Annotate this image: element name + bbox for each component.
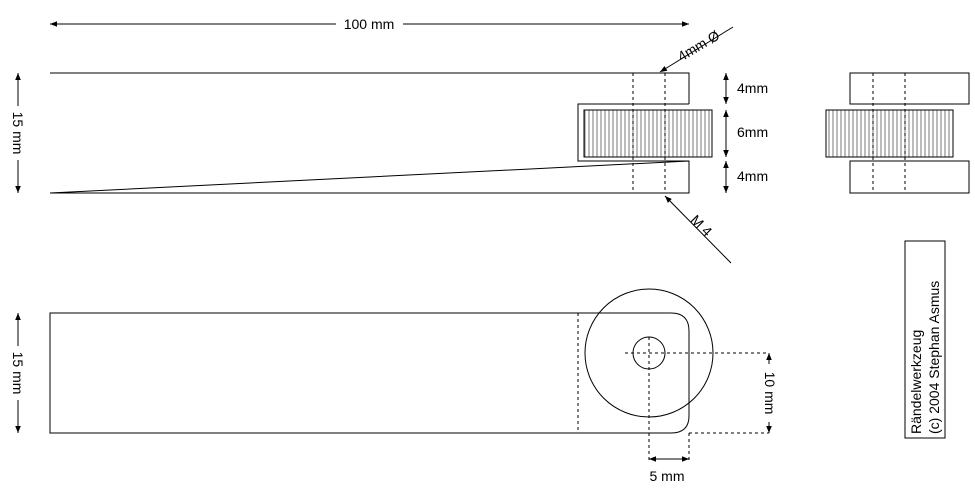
bar-outline-top (49, 72, 690, 194)
end-view (825, 72, 970, 194)
hole-diameter-label: 4mm Ø (675, 27, 723, 64)
knurl-wheel (583, 109, 713, 158)
side-view: 100 mm 15 mm 4mm Ø M 4 4mm 6mm 4mm (10, 16, 768, 264)
offset-horizontal-label: 5 mm (650, 468, 685, 484)
title-line-2: (c) 2004 Stephan Asmus (926, 281, 942, 434)
layer-label-bottom: 4mm (737, 168, 768, 184)
height-label-bottom: 15 mm (10, 352, 26, 395)
thread-label: M 4 (688, 212, 716, 240)
thread-leader (664, 195, 732, 264)
title-block: Rändelwerkzeug (c) 2004 Stephan Asmus (904, 240, 946, 439)
offset-vertical-label: 10 mm (762, 372, 778, 415)
end-block-top (849, 72, 970, 105)
length-label: 100 mm (344, 16, 395, 32)
hole-leader (659, 26, 734, 73)
title-line-1: Rändelwerkzeug (908, 330, 924, 434)
end-block-bottom (849, 160, 970, 194)
top-view: 15 mm 10 mm 5 mm (10, 288, 778, 484)
layer-label-top: 4mm (737, 80, 768, 96)
end-knurl (825, 109, 954, 158)
layer-label-middle: 6mm (737, 124, 768, 140)
height-label-top: 15 mm (10, 112, 26, 155)
title-block-frame (904, 240, 946, 439)
bar-outline-bottom (49, 312, 690, 434)
